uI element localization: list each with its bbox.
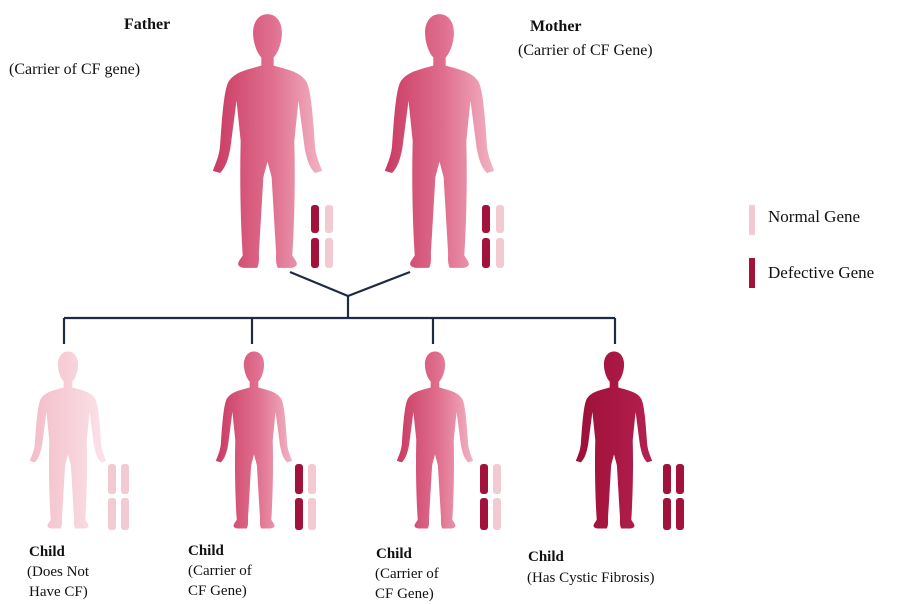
child-figure-carrier: [397, 351, 473, 528]
legend-normal-swatch: [749, 205, 755, 235]
child4-title: Child: [528, 548, 564, 567]
defective-chromosome: [482, 205, 490, 233]
defective-chromosome: [311, 238, 319, 268]
legend-normal-label: Normal Gene: [768, 207, 860, 227]
normal-chromosome: [308, 464, 316, 494]
normal-chromosome: [108, 498, 116, 530]
child1-chromosome-pair: [108, 464, 129, 530]
normal-chromosome: [108, 464, 116, 494]
father-subtitle: (Carrier of CF gene): [9, 60, 140, 80]
child2-chromosome-pair: [295, 464, 316, 530]
child2-title: Child: [188, 542, 224, 561]
mother-figure: [385, 14, 494, 268]
normal-chromosome: [325, 238, 333, 268]
normal-chromosome: [493, 464, 501, 494]
defective-chromosome: [482, 238, 490, 268]
defective-chromosome: [295, 464, 303, 494]
normal-chromosome: [121, 498, 129, 530]
child3-title: Child: [376, 545, 412, 564]
mother-subtitle: (Carrier of CF Gene): [518, 41, 653, 61]
normal-chromosome: [496, 238, 504, 268]
legend-defective-label: Defective Gene: [768, 263, 874, 283]
child3-chromosome-pair: [480, 464, 501, 530]
defective-chromosome: [676, 464, 684, 494]
defective-chromosome: [676, 498, 684, 530]
normal-chromosome: [308, 498, 316, 530]
defective-chromosome: [480, 464, 488, 494]
defective-chromosome: [663, 498, 671, 530]
mother-title: Mother: [530, 17, 582, 37]
child1-title: Child: [29, 543, 65, 562]
normal-chromosome: [493, 498, 501, 530]
child2-line1: (Carrier of: [188, 562, 252, 581]
defective-chromosome: [295, 498, 303, 530]
normal-chromosome: [496, 205, 504, 233]
child2-line2: CF Gene): [188, 582, 247, 601]
mother-chromosome-pair: [482, 205, 504, 268]
child-figure-carrier: [216, 351, 292, 528]
defective-chromosome: [480, 498, 488, 530]
child-figure-no-cf: [30, 351, 106, 528]
defective-chromosome: [663, 464, 671, 494]
normal-chromosome: [325, 205, 333, 233]
child1-line2: Have CF): [29, 583, 88, 602]
defective-chromosome: [311, 205, 319, 233]
normal-chromosome: [121, 464, 129, 494]
father-figure: [213, 14, 322, 268]
father-title: Father: [124, 15, 170, 35]
child4-line1: (Has Cystic Fibrosis): [527, 569, 655, 588]
child-figure-has-cf: [576, 351, 652, 528]
child3-line2: CF Gene): [375, 585, 434, 604]
child4-chromosome-pair: [663, 464, 684, 530]
father-chromosome-pair: [311, 205, 333, 268]
child1-line1: (Does Not: [27, 563, 89, 582]
legend-defective-swatch: [749, 258, 755, 288]
child3-line1: (Carrier of: [375, 565, 439, 584]
family-tree-lines: [64, 272, 615, 344]
